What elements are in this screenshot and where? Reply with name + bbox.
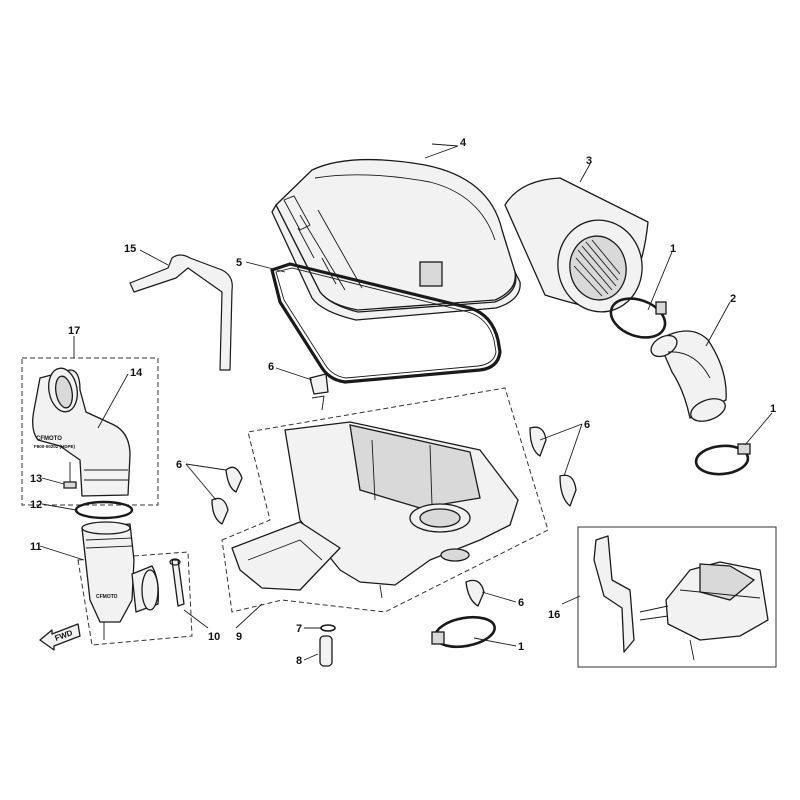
callout-1-bottom: 1 [518,641,524,653]
clip-left-2 [211,497,229,525]
callout-1-right: 1 [770,403,776,415]
callout-2: 2 [730,293,736,305]
callout-11: 11 [30,541,42,553]
air-filter-element [504,177,649,313]
callout-15: 15 [124,243,136,255]
clip-right-2 [559,474,577,507]
callout-16: 16 [548,609,560,621]
callout-6-bottom: 6 [518,597,524,609]
intake-hose [650,330,727,422]
clip-left-1 [225,466,243,493]
duct-screw [63,462,77,489]
callout-4: 4 [460,137,467,149]
callout-7: 7 [296,623,302,635]
forward-direction-arrow: FWD [39,623,81,651]
assembled-airbox-inset [593,535,769,661]
clip-right-1 [529,426,547,457]
callout-9: 9 [236,631,242,643]
callout-6-left: 6 [176,459,182,471]
callout-12: 12 [30,499,42,511]
hose-clamp-right [694,443,751,476]
callout-1-upper: 1 [670,243,676,255]
clip-bottom [465,579,485,607]
air-box-gasket [270,262,502,384]
callout-3: 3 [586,155,592,167]
breather-tube [129,254,233,371]
lower-duct-brand-text: CFMOTO [96,594,118,600]
group-9-boundary [221,387,549,613]
hose-clamp-upper [609,297,667,339]
group-10-boundary [77,551,193,646]
filter-pleats [573,239,621,297]
leader-lines [39,143,773,661]
hose-clamp-bottom [431,615,496,649]
inlet-duct: CFMOTO F800-00202 (HDPE) [32,367,131,497]
callout-14: 14 [130,367,143,379]
callout-6-right: 6 [584,419,590,431]
callout-labels: 4 3 1 2 1 1 5 15 6 6 6 6 7 8 9 10 11 12 … [30,137,776,667]
air-box-cover [271,158,521,321]
drain-tube [319,635,333,667]
duct-part-code-text: F800-00202 (HDPE) [34,444,76,449]
spring-pin [320,624,336,632]
group-17-boundary [21,357,159,506]
callout-5: 5 [236,257,242,269]
small-hose [169,558,185,607]
clip-top [309,373,329,411]
duct-brand-text: CFMOTO [36,436,62,442]
callout-13: 13 [30,473,42,485]
callout-17: 17 [68,325,80,337]
air-box-base [231,421,519,599]
callout-6-top: 6 [268,361,274,373]
lower-duct: CFMOTO [81,521,160,640]
callout-10: 10 [208,631,220,643]
callout-8: 8 [296,655,302,667]
duct-clamp-ring [74,500,134,520]
